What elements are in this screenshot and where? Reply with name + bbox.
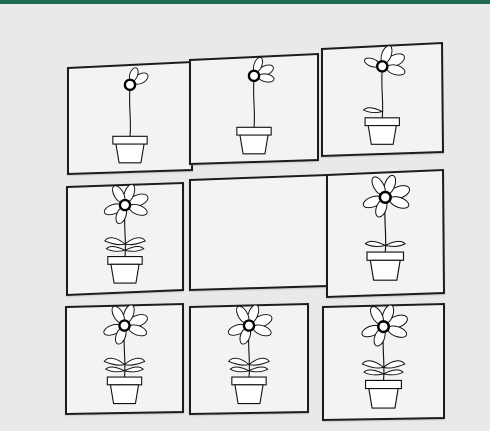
sequence-card [323, 304, 444, 420]
flower-center [120, 200, 130, 210]
pot-body [111, 264, 139, 283]
flower-center [249, 71, 259, 81]
pot-rim [232, 377, 266, 385]
sequence-card [322, 43, 443, 156]
pot-body [116, 144, 144, 163]
sequence-card [190, 54, 318, 164]
flower-center [377, 61, 387, 71]
pot-body [369, 389, 398, 409]
empty-answer-slot[interactable] [190, 175, 327, 290]
sequence-card [66, 303, 183, 414]
pot-body [240, 135, 268, 154]
pot-body [370, 260, 400, 280]
flower-center [119, 321, 129, 331]
flower-center [125, 80, 135, 90]
flower-sequence-puzzle [0, 4, 490, 431]
pot-rim [365, 118, 399, 126]
pot-rim [107, 377, 141, 385]
sequence-card [190, 303, 308, 414]
pot-rim [113, 136, 147, 144]
sequence-card [68, 62, 192, 174]
pot-rim [366, 380, 402, 388]
sequence-card [327, 170, 444, 297]
card-frame [190, 175, 327, 290]
flower-center [244, 321, 254, 331]
flower-center [378, 321, 389, 332]
flower-center [380, 192, 391, 203]
puzzle-stage [0, 4, 490, 431]
sequence-card [67, 183, 183, 295]
pot-rim [237, 127, 271, 135]
pot-body [110, 385, 138, 404]
pot-body [235, 385, 263, 404]
pot-body [368, 126, 396, 145]
pot-rim [108, 257, 142, 265]
pot-rim [367, 252, 403, 260]
